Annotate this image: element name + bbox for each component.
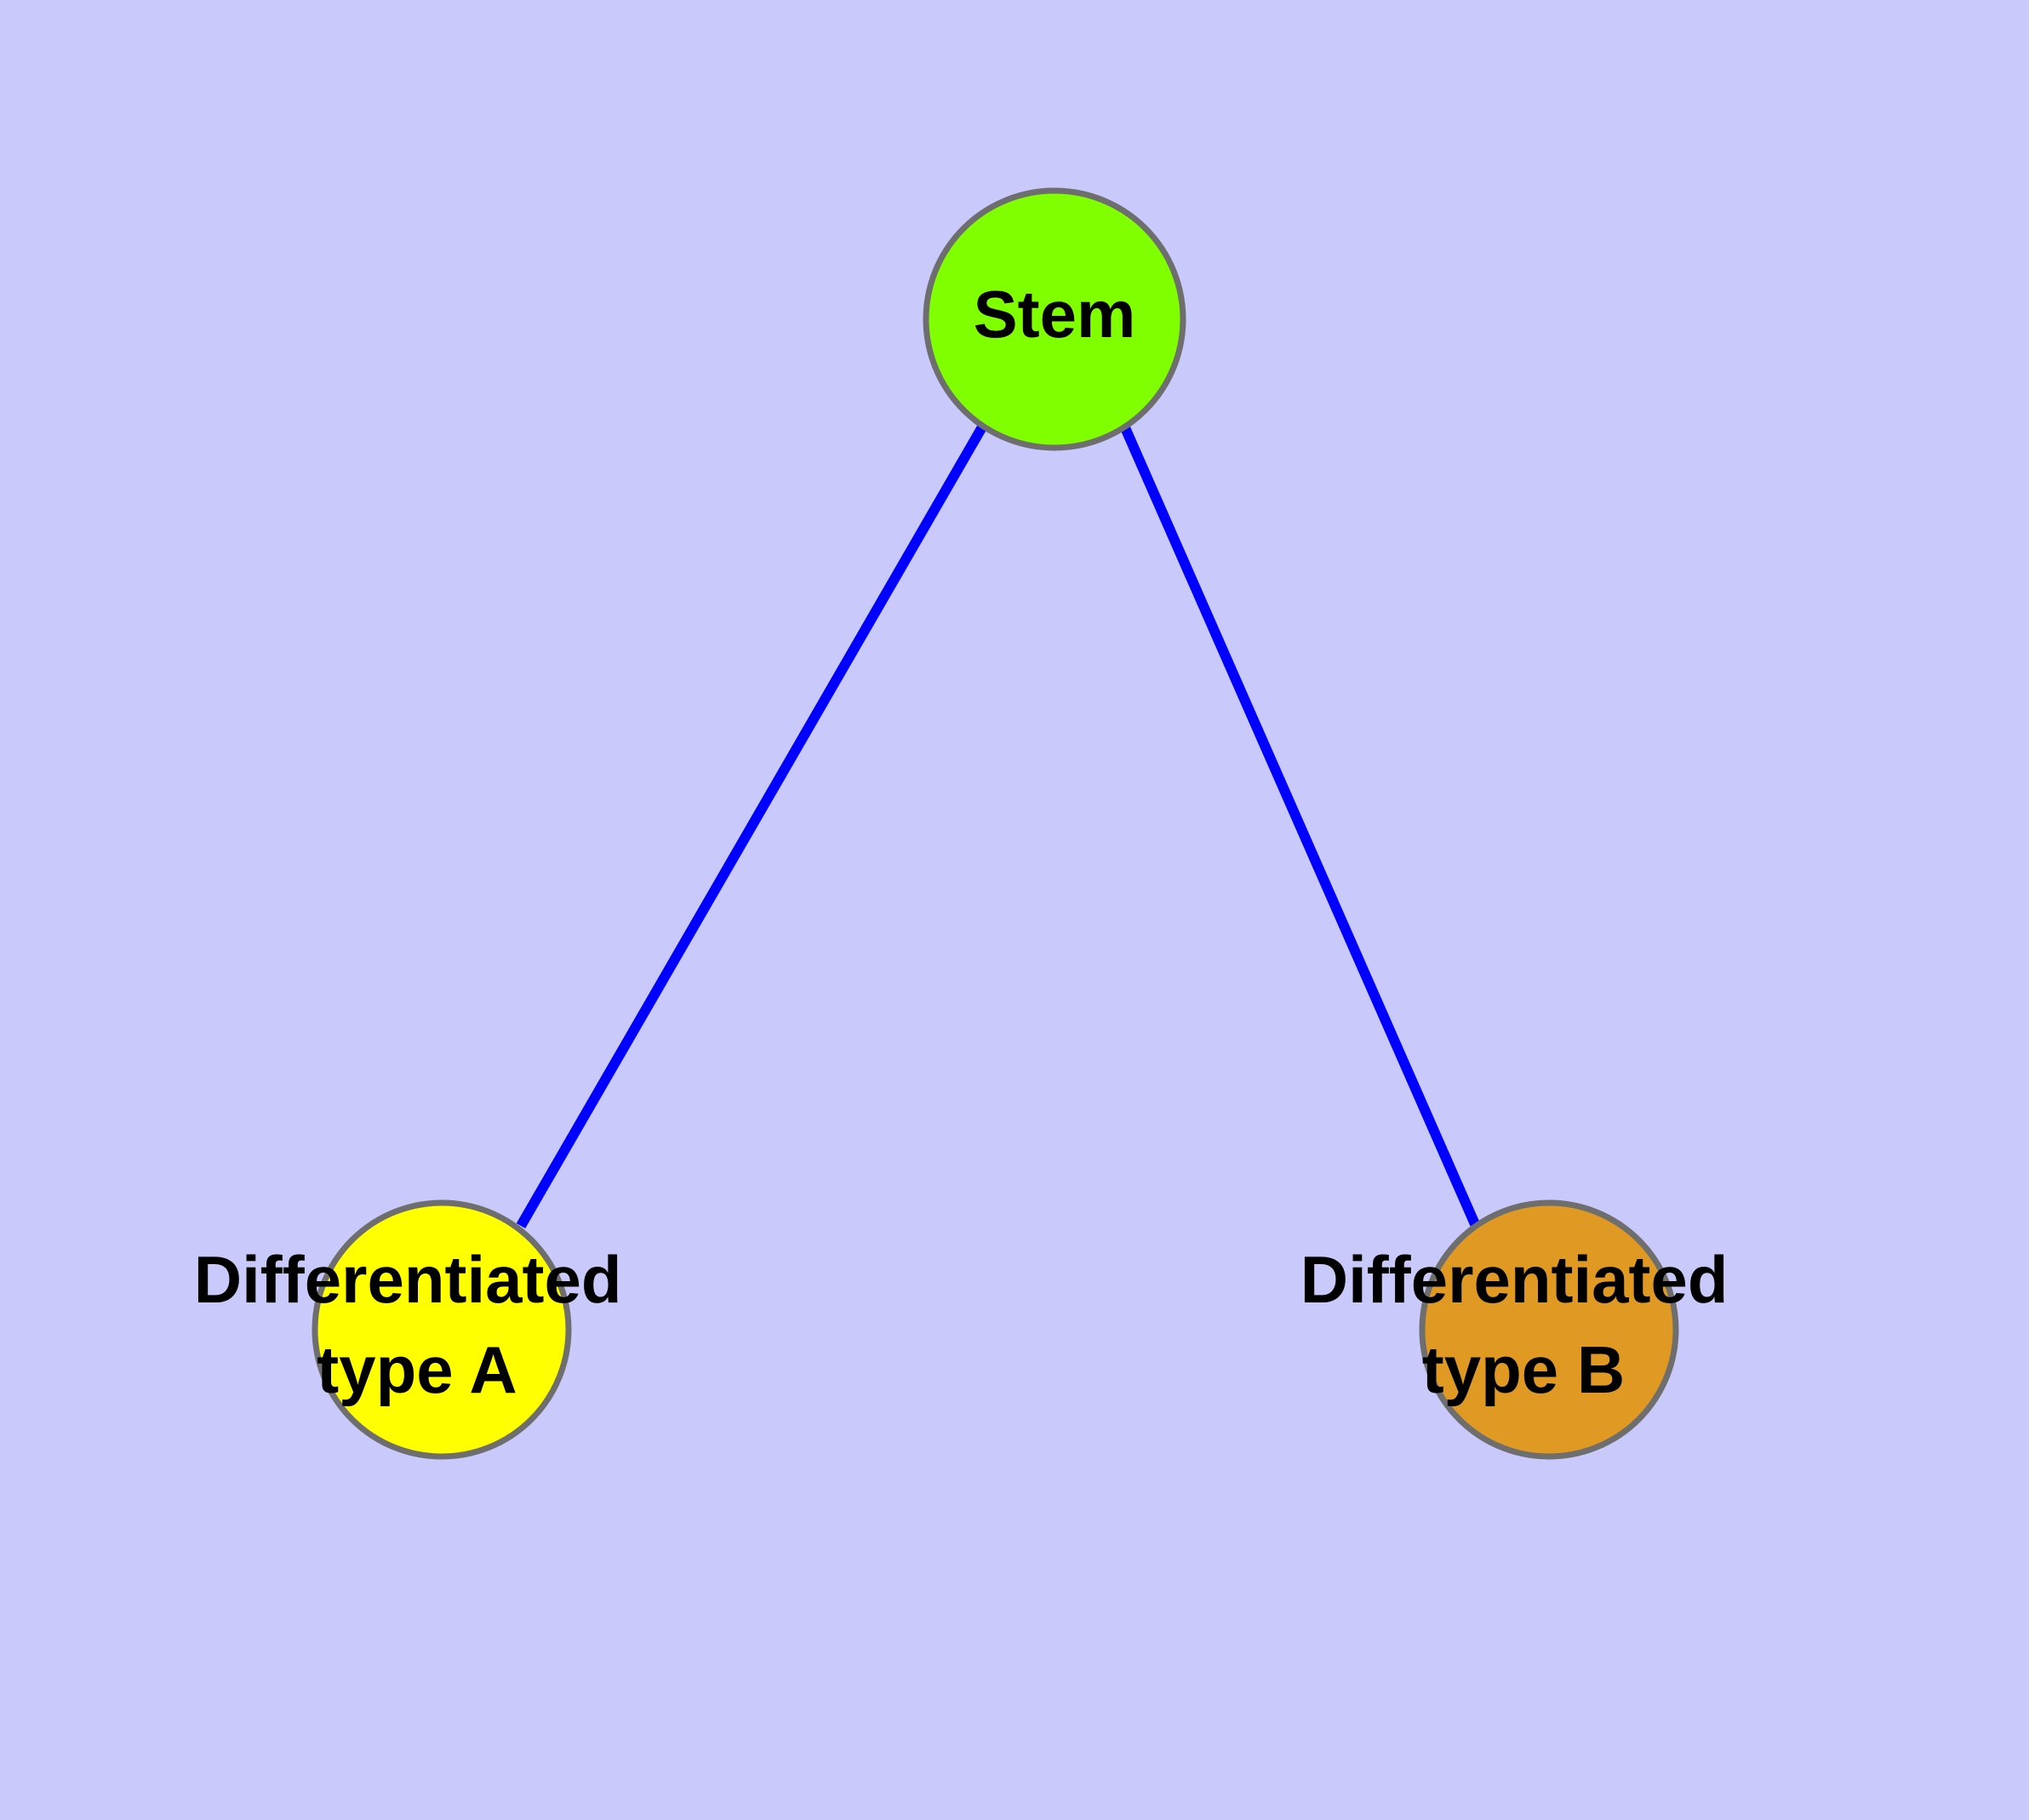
edge-stem-to-differentiated-type-a[interactable]	[516, 422, 988, 1229]
node-differentiated-type-b-circle[interactable]	[1419, 1199, 1679, 1460]
edge-stem-to-differentiated-type-b[interactable]	[1118, 421, 1480, 1227]
node-differentiated-type-a-circle[interactable]	[311, 1199, 572, 1460]
node-differentiated-type-b-label: Differentiated type B	[1300, 1242, 1746, 1407]
node-stem-circle[interactable]	[923, 187, 1186, 451]
node-differentiated-type-a-label: Differentiated type A	[194, 1242, 640, 1407]
edges-group	[516, 421, 1480, 1229]
node-differentiated-type-a[interactable]: Differentiated type A	[194, 1199, 640, 1460]
node-differentiated-type-a-label-line-2: type A	[317, 1332, 517, 1407]
node-differentiated-type-b-label-line-2: type B	[1422, 1332, 1625, 1407]
nodes-group: Stem Differentiated type A Differentiate…	[194, 187, 1746, 1460]
node-differentiated-type-a-label-line-1: Differentiated	[194, 1242, 622, 1317]
node-stem[interactable]: Stem	[923, 187, 1186, 451]
node-stem-label-line-1: Stem	[974, 277, 1136, 352]
node-differentiated-type-b-label-line-1: Differentiated	[1300, 1242, 1729, 1317]
node-stem-label: Stem	[974, 277, 1136, 352]
node-differentiated-type-b[interactable]: Differentiated type B	[1300, 1199, 1746, 1460]
